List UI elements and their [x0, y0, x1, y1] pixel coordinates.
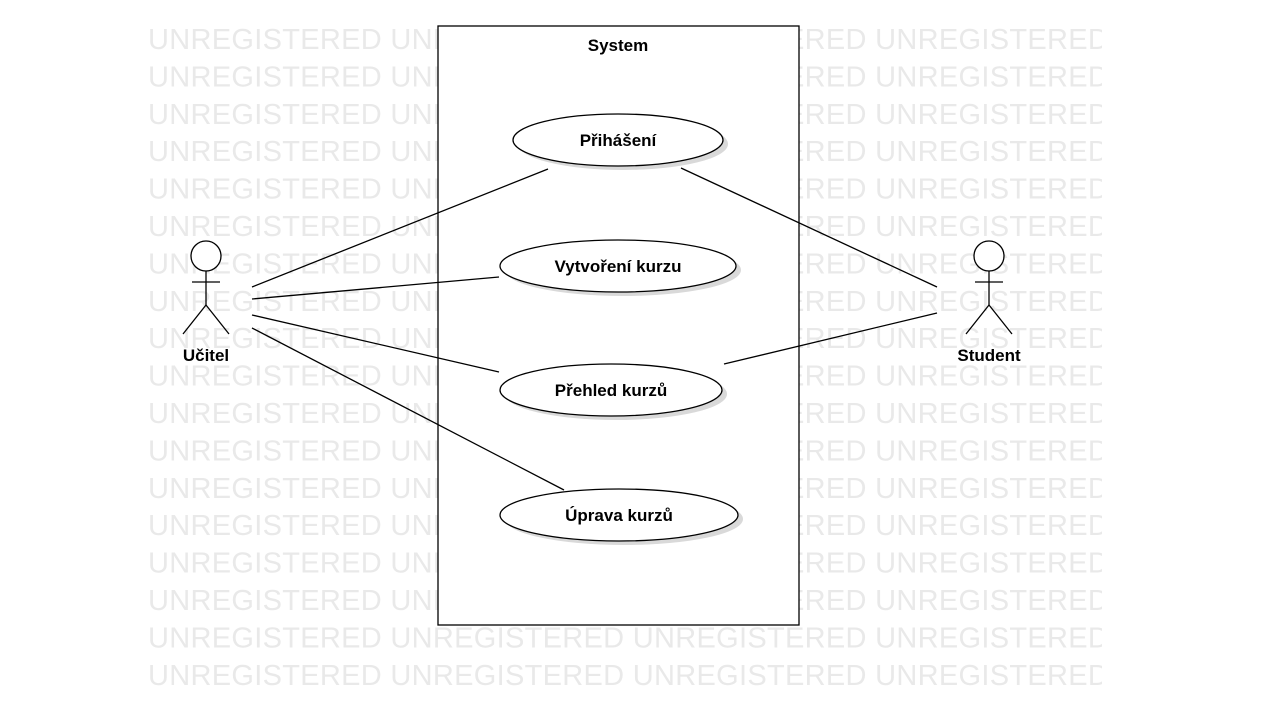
actor-student[interactable]: Student	[957, 240, 1021, 365]
association-ucitel-prihaseni[interactable]	[251, 168, 549, 288]
association-ucitel-vytvoreni[interactable]	[251, 276, 500, 300]
use-case-vytvoreni-kurzu-label: Vytvoření kurzu	[555, 257, 682, 276]
association-ucitel-uprava[interactable]	[251, 327, 565, 491]
watermark-row: UNREGISTERED UNREGISTERED UNREGISTERED U…	[148, 622, 1282, 654]
associations	[251, 167, 938, 491]
watermark-row: UNREGISTERED UNREGISTERED UNREGISTERED U…	[148, 660, 1282, 692]
use-case-uprava-kurzu[interactable]: Úprava kurzů	[499, 488, 743, 545]
use-case-uprava-kurzu-label: Úprava kurzů	[565, 506, 673, 525]
association-ucitel-prehled[interactable]	[251, 314, 500, 373]
stick-figure-icon	[965, 240, 1013, 335]
association-student-prehled[interactable]	[723, 312, 938, 365]
use-case-prehled-kurzu[interactable]: Přehled kurzů	[499, 363, 727, 420]
actor-ucitel[interactable]: Učitel	[182, 240, 230, 365]
actor-student-label: Student	[957, 346, 1021, 365]
use-case-prihaseni-label: Přihášení	[580, 131, 658, 150]
use-case-prehled-kurzu-label: Přehled kurzů	[555, 381, 667, 400]
system-label: System	[588, 36, 648, 55]
use-case-vytvoreni-kurzu[interactable]: Vytvoření kurzu	[499, 239, 741, 296]
actor-ucitel-label: Učitel	[183, 346, 229, 365]
association-student-prihaseni[interactable]	[680, 167, 938, 288]
use-case-prihaseni[interactable]: Přihášení	[512, 113, 728, 170]
stick-figure-icon	[182, 240, 230, 335]
